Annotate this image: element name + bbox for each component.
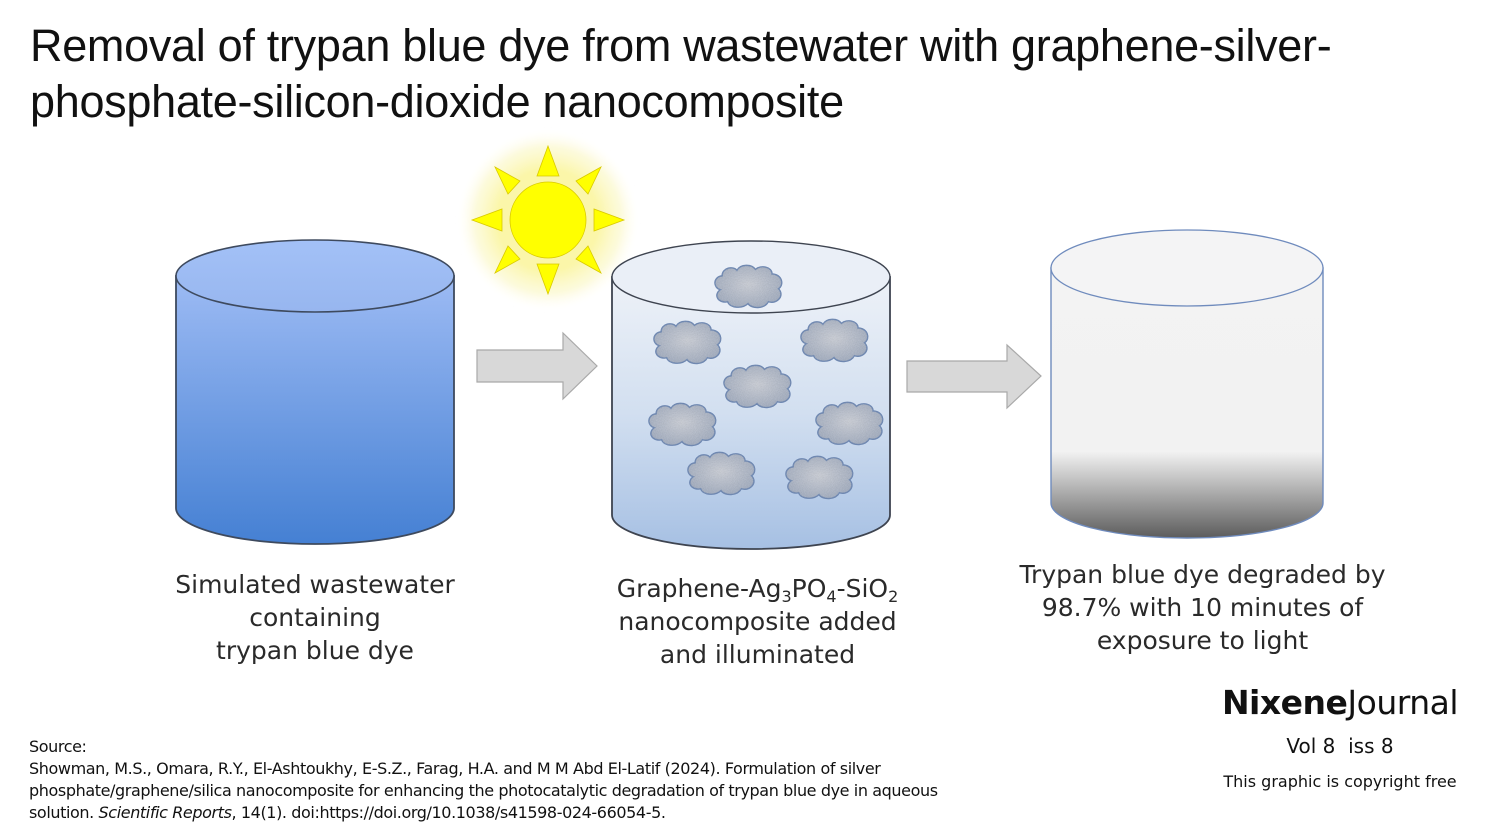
treated-water-cylinder-icon [1050,229,1324,539]
right-arrow-icon [906,343,1042,410]
right-arrow-icon [476,331,598,401]
caption-line: containing [249,603,381,632]
caption-line: and illuminated [659,640,856,669]
logo-light: Journal [1347,683,1459,722]
citation-text: solution. [29,803,99,822]
sun-icon [456,128,640,312]
formula-part: Graphene-Ag [616,574,782,603]
source-label: Source: [29,737,87,756]
nanocomposite-cylinder-icon [611,240,891,550]
doi-text: , 14(1). doi:https://doi.org/10.1038/s41… [231,803,666,822]
source-citation: Source: Showman, M.S., Omara, R.Y., El-A… [29,736,1069,824]
caption-line: 98.7% with 10 minutes of [1041,593,1364,622]
caption-line: exposure to light [1096,626,1309,655]
blue-cylinder-icon [175,239,455,545]
caption-formula-line: Graphene-Ag3PO4-SiO2 [585,572,930,605]
page-title: Removal of trypan blue dye from wastewat… [30,20,1332,127]
citation-line: Showman, M.S., Omara, R.Y., El-Ashtoukhy… [29,759,881,778]
logo-bold: Nixene [1221,683,1348,722]
caption-line: Trypan blue dye degraded by [1019,560,1386,589]
caption-line: nanocomposite added [618,607,897,636]
formula-subscript: 4 [826,587,837,606]
copyright-note: This graphic is copyright free [1223,772,1457,791]
citation-line: phosphate/graphene/silica nanocomposite … [29,781,938,800]
step1-caption: Simulated wastewater containing trypan b… [150,568,480,667]
citation-line: solution. Scientific Reports, 14(1). doi… [29,802,1069,824]
formula-part: -SiO [836,574,889,603]
formula-subscript: 3 [781,587,792,606]
caption-line: Simulated wastewater [175,570,455,599]
step3-caption: Trypan blue dye degraded by 98.7% with 1… [1000,558,1405,657]
formula-subscript: 2 [888,587,899,606]
journal-logo: NixeneJournal [1190,683,1490,722]
caption-line: trypan blue dye [216,636,414,665]
step2-caption: Graphene-Ag3PO4-SiO2 nanocomposite added… [585,572,930,671]
formula-part: PO [791,574,827,603]
journal-name: Scientific Reports [98,803,232,822]
volume-issue: Vol 8 iss 8 [1286,734,1394,758]
